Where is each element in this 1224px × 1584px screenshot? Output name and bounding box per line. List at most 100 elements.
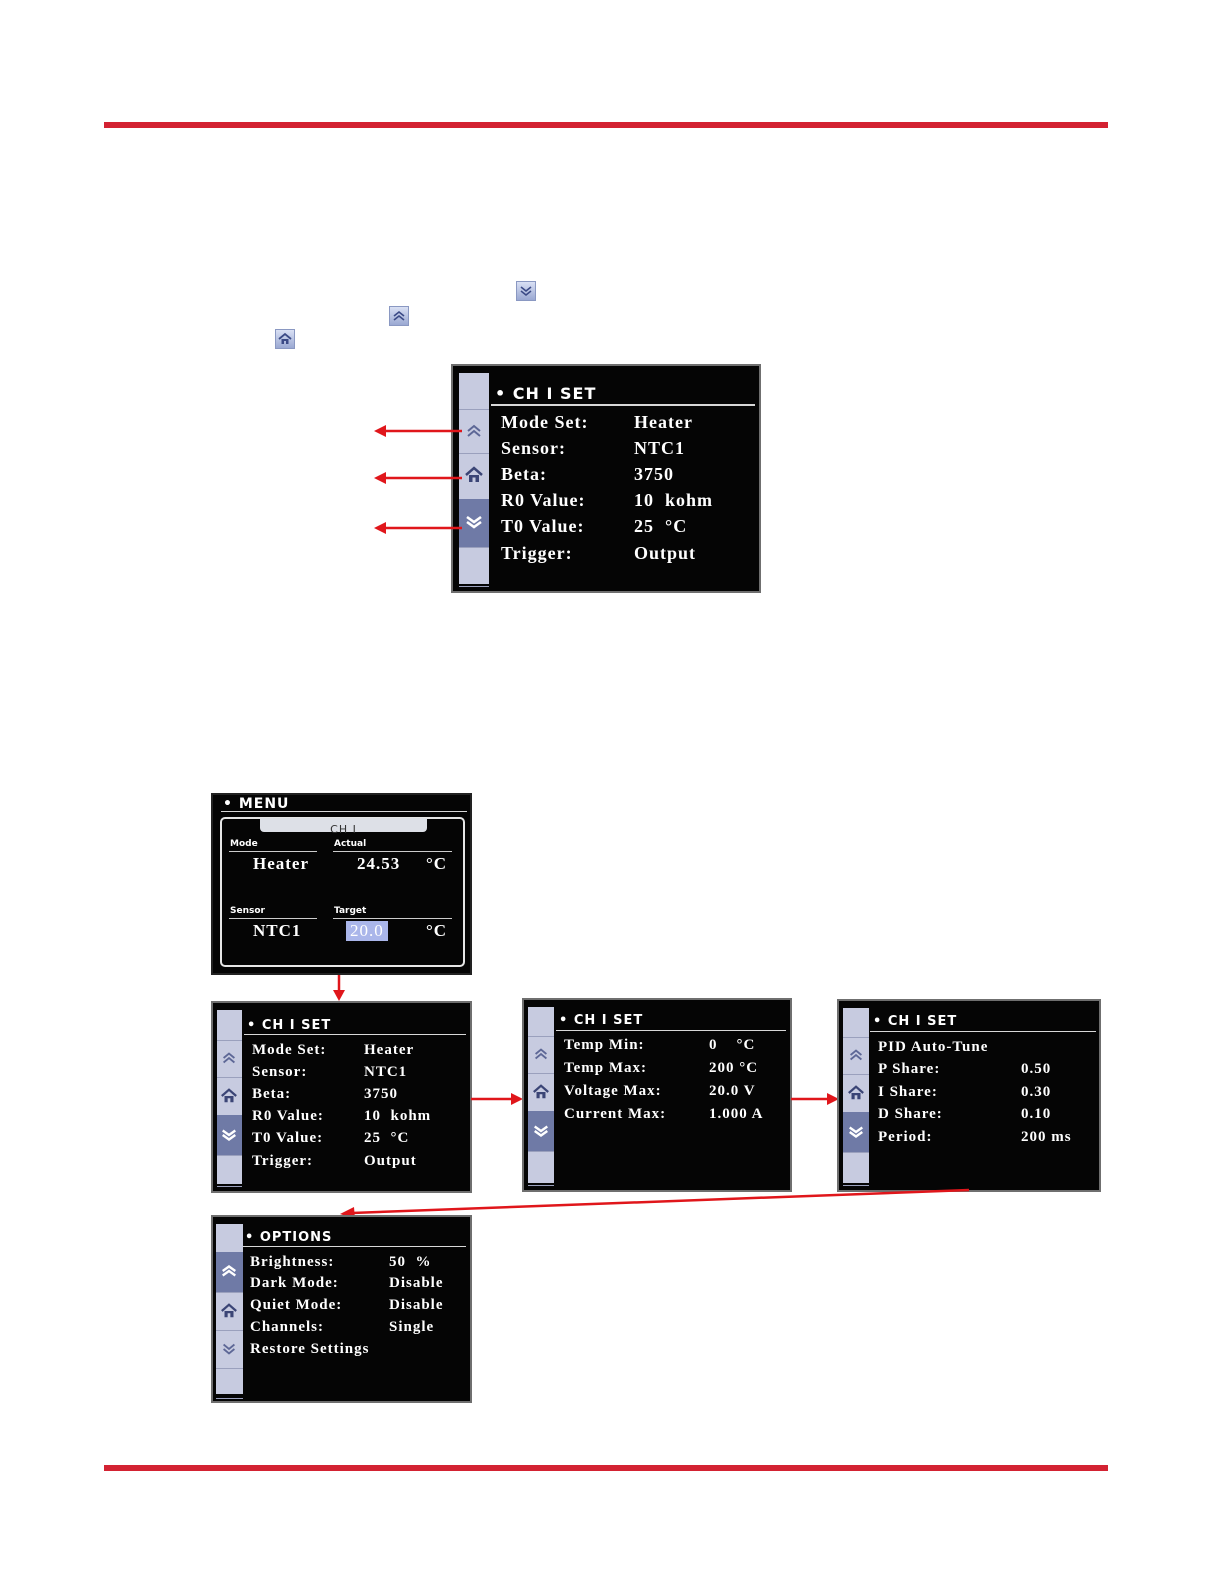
screen-title: • CH I SET xyxy=(873,1014,958,1029)
setting-value: 25 °C xyxy=(634,516,688,536)
setting-label: Sensor: xyxy=(501,438,566,458)
page-down-button[interactable] xyxy=(843,1112,869,1153)
chevron-double-up-icon xyxy=(467,424,481,437)
setting-label: Period: xyxy=(878,1129,933,1145)
target-value-field[interactable]: 20.0 xyxy=(346,921,388,941)
home-icon xyxy=(275,329,295,349)
ch1-set-screen-pid: • CH I SET PID Auto-Tune P Share: 0.50 I… xyxy=(837,999,1101,1192)
setting-value: 3750 xyxy=(364,1086,398,1102)
setting-label: D Share: xyxy=(878,1106,943,1122)
screen-title: • CH I SET xyxy=(247,1018,332,1033)
setting-label: Brightness: xyxy=(250,1254,335,1270)
chevron-double-up-icon xyxy=(222,1265,236,1277)
nav-sidebar xyxy=(459,373,489,587)
options-screen: • OPTIONS Brightness: 50 % Dark Mode: Di… xyxy=(211,1215,472,1403)
home-icon xyxy=(465,466,483,482)
page-down-button[interactable] xyxy=(217,1115,242,1156)
actual-value: 24.53 xyxy=(357,854,401,873)
nav-sidebar xyxy=(217,1010,242,1187)
setting-label: Beta: xyxy=(252,1086,292,1102)
setting-value: Heater xyxy=(364,1042,415,1058)
setting-label: R0 Value: xyxy=(501,490,586,510)
setting-value: Disable xyxy=(389,1275,444,1291)
setting-value: NTC1 xyxy=(634,438,686,458)
setting-label: Trigger: xyxy=(501,543,573,563)
chevron-double-up-icon xyxy=(389,306,409,326)
setting-value: 0.50 xyxy=(1021,1061,1052,1077)
home-icon xyxy=(533,1084,549,1099)
setting-value: Disable xyxy=(389,1297,444,1313)
sensor-label: Sensor xyxy=(230,906,265,916)
home-icon xyxy=(221,1088,237,1103)
page-up-button[interactable] xyxy=(216,1252,243,1293)
home-icon xyxy=(221,1303,237,1318)
setting-value: 0.30 xyxy=(1021,1084,1052,1100)
chevron-double-down-icon xyxy=(222,1129,236,1141)
setting-label: Quiet Mode: xyxy=(250,1297,343,1313)
page-down-button[interactable] xyxy=(459,499,489,548)
home-button[interactable] xyxy=(217,1077,242,1116)
page-up-button[interactable] xyxy=(459,409,489,454)
setting-value: Heater xyxy=(634,412,693,432)
chevron-double-up-icon xyxy=(535,1048,547,1060)
setting-label: Mode Set: xyxy=(501,412,589,432)
restore-settings-item[interactable]: Restore Settings xyxy=(250,1341,370,1357)
page-down-button[interactable] xyxy=(528,1111,554,1152)
ch1-set-screen-small: • CH I SET Mode Set: Heater Sensor: NTC1… xyxy=(211,1001,472,1193)
home-button[interactable] xyxy=(528,1073,554,1112)
chevron-double-down-icon xyxy=(223,1343,235,1355)
chevron-double-up-icon xyxy=(850,1049,862,1061)
setting-label: Temp Min: xyxy=(564,1037,645,1053)
page-down-button[interactable] xyxy=(216,1330,243,1369)
actual-unit: °C xyxy=(426,854,448,873)
setting-label: Sensor: xyxy=(252,1064,308,1080)
pid-heading: PID Auto-Tune xyxy=(878,1039,989,1055)
setting-value: 0 °C xyxy=(709,1037,756,1053)
home-button[interactable] xyxy=(216,1292,243,1331)
setting-value: 10 kohm xyxy=(364,1108,432,1124)
setting-label: Dark Mode: xyxy=(250,1275,339,1291)
flow-arrow-right xyxy=(471,1093,523,1105)
setting-value: 25 °C xyxy=(364,1130,410,1146)
flow-arrow-down xyxy=(333,975,345,1001)
menu-screen: • MENU CH I Mode Heater Actual 24.53 °C … xyxy=(211,793,472,975)
setting-label: R0 Value: xyxy=(252,1108,324,1124)
setting-value: Output xyxy=(634,543,697,563)
setting-value: 50 % xyxy=(389,1254,432,1270)
setting-label: Temp Max: xyxy=(564,1060,648,1076)
setting-value: 20.0 V xyxy=(709,1083,756,1099)
callout-arrows xyxy=(374,425,462,534)
setting-label: T0 Value: xyxy=(501,516,585,536)
setting-value: 200 °C xyxy=(709,1060,759,1076)
home-icon xyxy=(848,1085,864,1100)
home-button[interactable] xyxy=(843,1074,869,1113)
bottom-rule xyxy=(104,1465,1108,1471)
setting-label: Mode Set: xyxy=(252,1042,327,1058)
ch1-set-screen-large: • CH I SET Mode Set: Heater Sensor: NTC1… xyxy=(451,364,761,593)
setting-value: 3750 xyxy=(634,464,674,484)
actual-label: Actual xyxy=(334,839,367,849)
nav-sidebar xyxy=(843,1008,869,1186)
ch1-set-screen-limits: • CH I SET Temp Min: 0 °C Temp Max: 200 … xyxy=(522,998,792,1192)
screen-title: • CH I SET xyxy=(495,384,597,403)
setting-value: 0.10 xyxy=(1021,1106,1052,1122)
nav-sidebar xyxy=(528,1007,554,1186)
flow-arrow-right xyxy=(791,1093,839,1105)
page-up-button[interactable] xyxy=(528,1036,554,1074)
setting-value: 10 kohm xyxy=(634,490,714,510)
top-rule xyxy=(104,122,1108,128)
setting-label: Voltage Max: xyxy=(564,1083,662,1099)
screen-title: • OPTIONS xyxy=(245,1230,333,1245)
setting-value: Single xyxy=(389,1319,435,1335)
setting-value: Output xyxy=(364,1153,417,1169)
mode-value: Heater xyxy=(253,854,310,873)
screen-title: • MENU xyxy=(223,796,290,812)
page-up-button[interactable] xyxy=(843,1037,869,1075)
page-up-button[interactable] xyxy=(217,1040,242,1078)
setting-value: 1.000 A xyxy=(709,1106,764,1122)
nav-sidebar xyxy=(216,1224,243,1399)
chevron-double-up-icon xyxy=(223,1052,235,1064)
setting-value: 200 ms xyxy=(1021,1129,1072,1145)
chevron-double-down-icon xyxy=(849,1126,863,1138)
channel-tab[interactable]: CH I xyxy=(260,818,427,836)
